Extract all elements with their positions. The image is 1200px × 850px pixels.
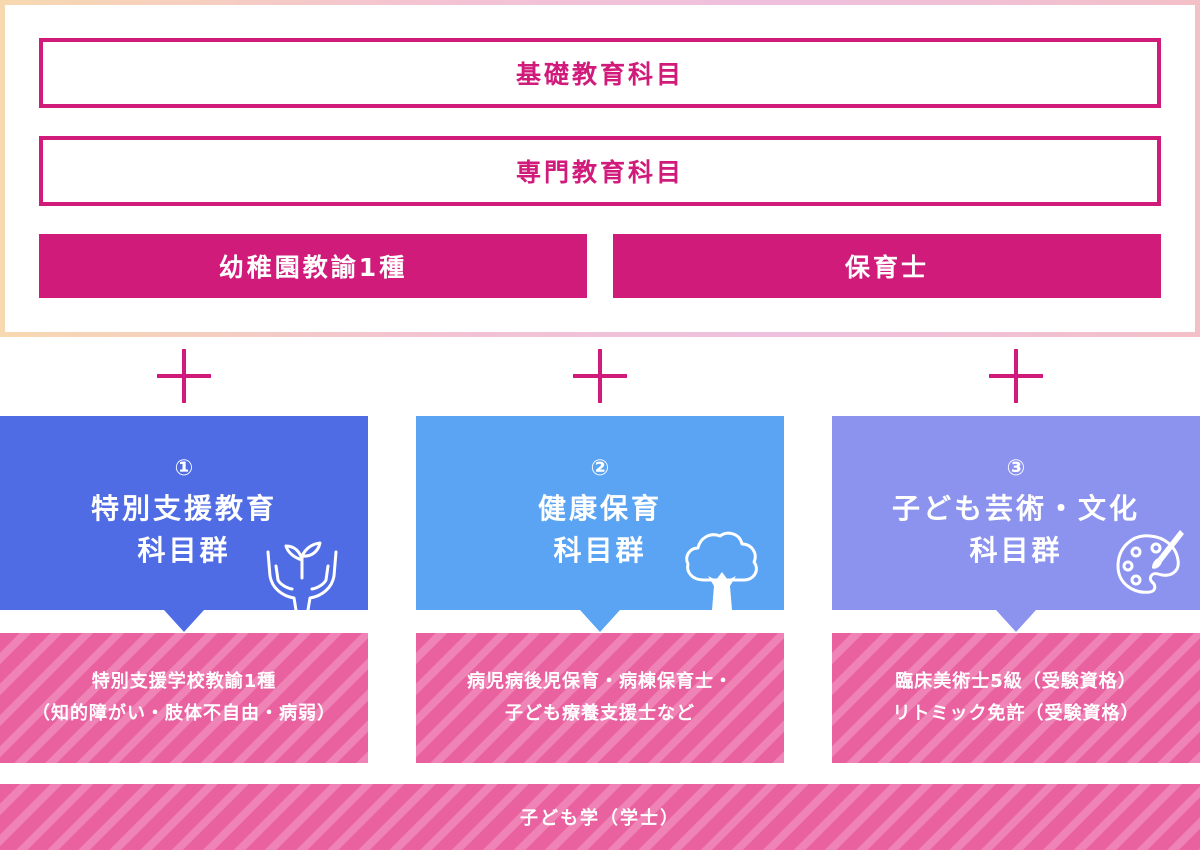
down-arrow-icon: [164, 610, 204, 632]
special-needs-group-box: ① 特別支援教育 科目群: [0, 416, 368, 632]
group-name: 健康保育 科目群: [416, 488, 784, 572]
special-needs-result-box: 特別支援学校教諭1種 （知的障がい・肢体不自由・病弱）: [0, 633, 368, 763]
result-line2: （知的障がい・肢体不自由・病弱）: [32, 703, 336, 724]
group-name-line2: 科目群: [553, 534, 647, 567]
down-arrow-icon: [996, 610, 1036, 632]
core-curriculum-panel: 基礎教育科目 専門教育科目 幼稚園教諭1種 保育士: [5, 5, 1195, 332]
kindergarten-teacher-box: 幼稚園教諭1種: [39, 234, 587, 298]
down-arrow-icon: [580, 610, 620, 632]
group-name: 特別支援教育 科目群: [0, 488, 368, 572]
basic-subjects-label: 基礎教育科目: [515, 60, 684, 89]
nursery-teacher-box: 保育士: [613, 234, 1161, 298]
result-line1: 臨床美術士5級（受験資格）: [895, 671, 1137, 692]
result-line1: 特別支援学校教諭1種: [91, 671, 277, 692]
health-childcare-result-box: 病児病後児保育・病棟保育士・ 子ども療養支援士など: [416, 633, 784, 763]
specialized-subjects-label: 専門教育科目: [515, 158, 684, 187]
group-name-line1: 子ども芸術・文化: [891, 492, 1140, 525]
group-number: ②: [590, 456, 610, 481]
group-name-line2: 科目群: [969, 534, 1063, 567]
specialized-subjects-box: 専門教育科目: [39, 136, 1161, 206]
degree-label: 子ども学（学士）: [520, 808, 680, 829]
plus-icon: [157, 349, 211, 403]
basic-subjects-box: 基礎教育科目: [39, 38, 1161, 108]
tree-icon: [685, 531, 758, 610]
group-name-line2: 科目群: [137, 534, 231, 567]
children-arts-culture-group-box: ③ 子ども芸術・文化 科目群: [832, 416, 1200, 632]
plus-icon: [573, 349, 627, 403]
kindergarten-teacher-label: 幼稚園教諭1種: [218, 253, 408, 282]
palette-brush-icon: [1116, 530, 1184, 594]
group-name-line1: 健康保育: [537, 492, 662, 525]
group-number: ③: [1006, 456, 1026, 481]
nursery-teacher-label: 保育士: [844, 253, 929, 282]
core-curriculum-frame: 基礎教育科目 専門教育科目 幼稚園教諭1種 保育士: [0, 0, 1200, 337]
plus-icon: [989, 349, 1043, 403]
sprout-hands-icon: [266, 541, 338, 610]
group-name-line1: 特別支援教育: [90, 492, 277, 525]
degree-bar: 子ども学（学士）: [0, 784, 1200, 850]
health-childcare-group-box: ② 健康保育 科目群: [416, 416, 784, 632]
result-line2: リトミック免許（受験資格）: [892, 703, 1140, 724]
arts-culture-result-box: 臨床美術士5級（受験資格） リトミック免許（受験資格）: [832, 633, 1200, 763]
group-name: 子ども芸術・文化 科目群: [832, 488, 1200, 572]
result-line2: 子ども療養支援士など: [505, 703, 695, 724]
result-line1: 病児病後児保育・病棟保育士・: [467, 671, 733, 692]
group-number: ①: [174, 456, 194, 481]
